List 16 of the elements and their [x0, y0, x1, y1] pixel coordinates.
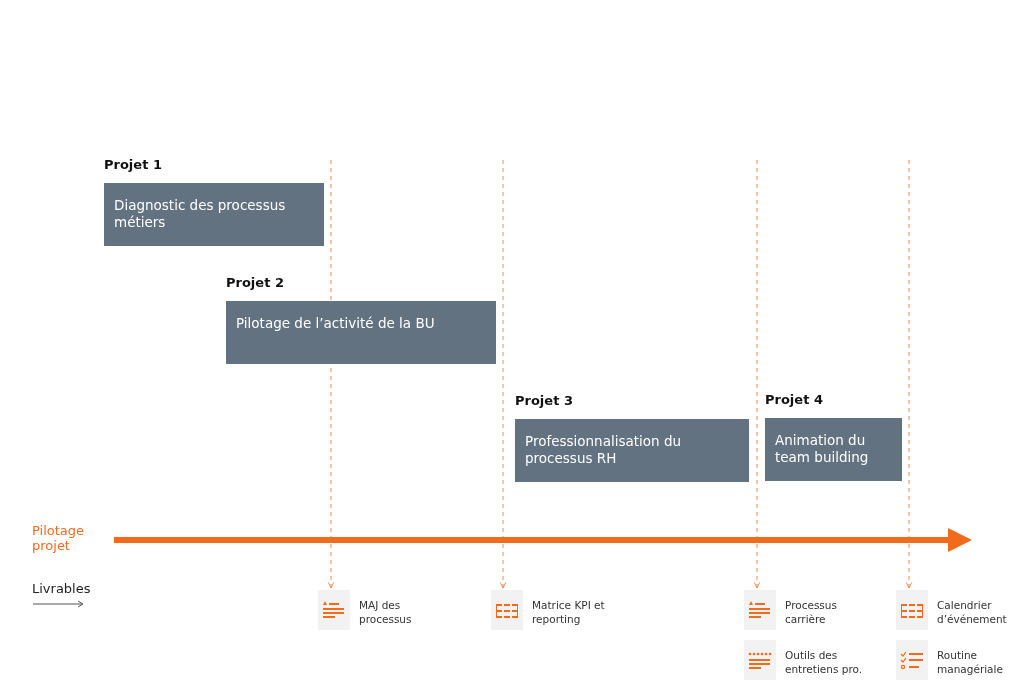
project-bar: Professionnalisation du processus RH	[515, 419, 749, 482]
project-bar: Pilotage de l’activité de la BU	[226, 301, 496, 364]
deliverable-label: Outils des entretiens pro.	[785, 648, 864, 676]
project-bar: Diagnostic des processus métiers	[104, 183, 324, 246]
deliverable-label: MAJ des processus	[359, 598, 413, 626]
deliverable-label: Matrice KPI et reporting	[532, 598, 606, 626]
row-label: Livrables	[32, 581, 92, 596]
project-heading: Projet 3	[515, 393, 573, 408]
deliverable-label: Processus carrière	[785, 598, 838, 626]
project-bar: Animation du team building	[765, 418, 902, 481]
deliverable-label: Routine managériale	[937, 648, 1004, 676]
project-heading: Projet 1	[104, 157, 162, 172]
deliverable-label: Calendrier d’événement	[937, 598, 1008, 626]
project-heading: Projet 2	[226, 275, 284, 290]
axis-label: Pilotage projet	[32, 523, 86, 553]
project-heading: Projet 4	[765, 392, 823, 407]
